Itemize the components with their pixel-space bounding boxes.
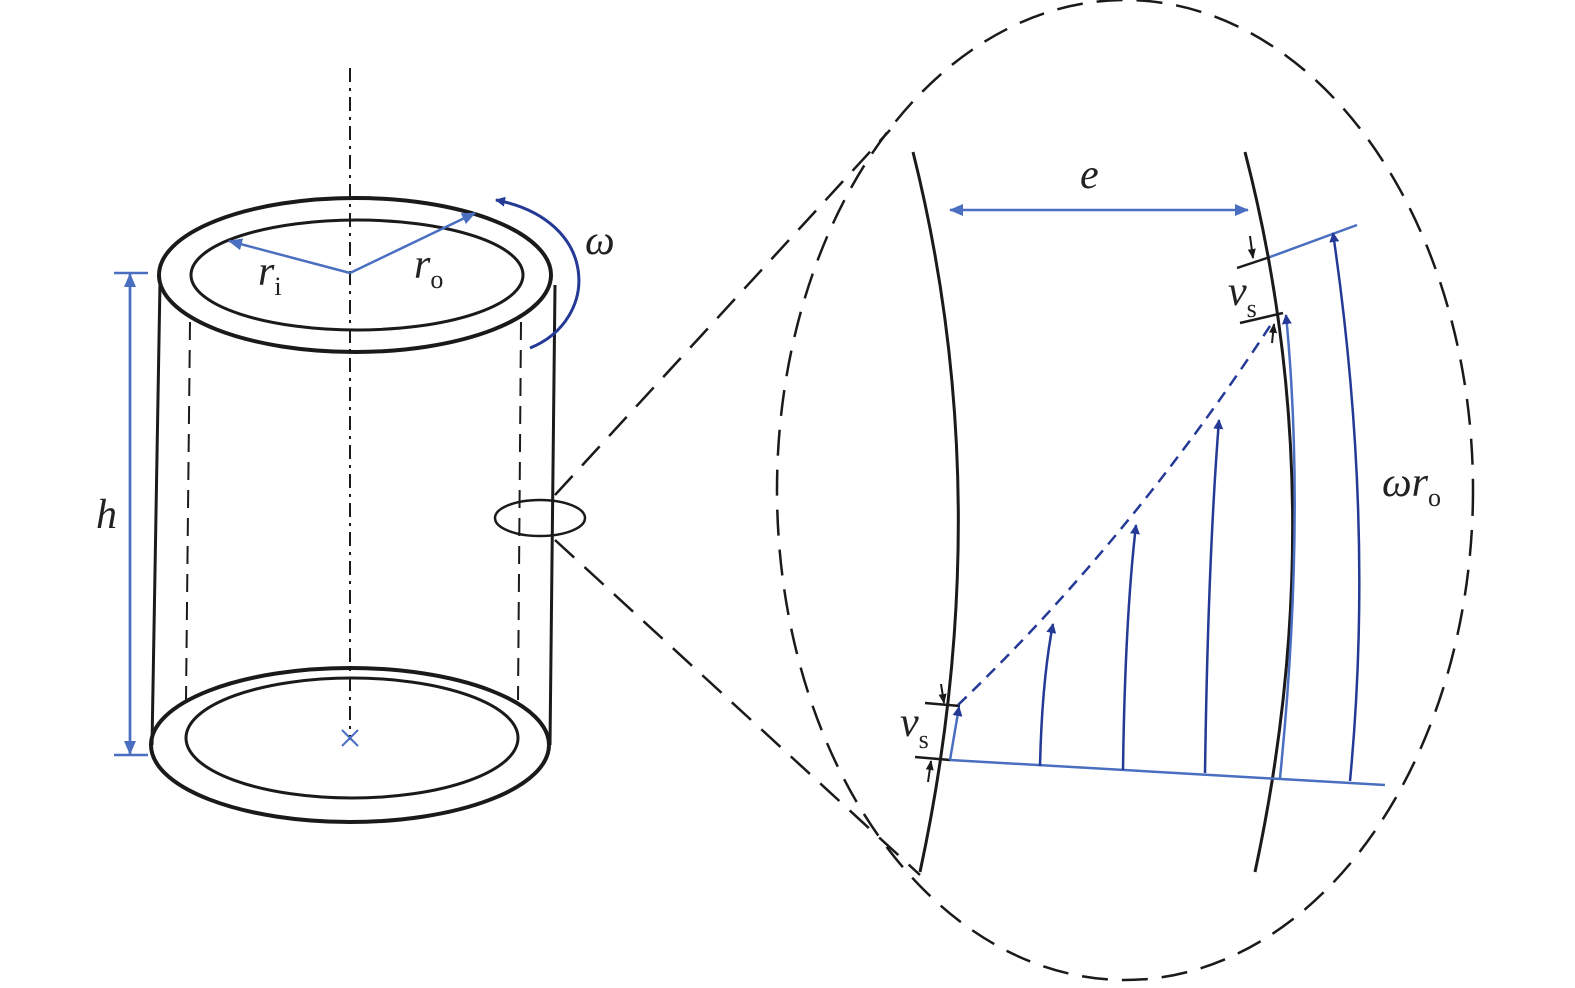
velocity-arrow xyxy=(1121,524,1140,771)
velocity-arrow xyxy=(1203,419,1224,774)
label-inner-radius: ri xyxy=(258,249,282,301)
bottom-center-mark xyxy=(341,729,359,747)
velocity-arrow xyxy=(1329,232,1361,782)
label-wall-speed: ωro xyxy=(1382,460,1441,512)
label-omega: ω xyxy=(585,218,615,264)
bottom-inner-rim xyxy=(184,676,520,800)
bottom-tick xyxy=(914,755,951,762)
outer-wall-right xyxy=(548,284,557,746)
bottom-slip-tick xyxy=(924,701,961,708)
zoom-region-marker xyxy=(493,498,587,538)
label-slip-top: vs xyxy=(1228,269,1257,323)
slip-arrow xyxy=(1247,235,1256,259)
magnifier xyxy=(554,0,1475,982)
outer-wall-curve xyxy=(1243,151,1295,873)
inner-wall-left-hidden xyxy=(185,321,191,701)
label-slip-bottom: vs xyxy=(900,700,929,754)
label-outer-radius: ro xyxy=(414,242,443,294)
inner-wall-right-hidden xyxy=(517,321,522,701)
inner-wall-curve xyxy=(911,151,960,873)
top-outer-rim xyxy=(157,196,553,354)
velocity-profile-line xyxy=(957,322,1274,706)
slip-arrow xyxy=(938,683,947,704)
height-dimension xyxy=(114,271,148,757)
top-reference-line xyxy=(1236,255,1271,270)
rotation-arrow-icon xyxy=(495,196,581,350)
bottom-outer-rim xyxy=(149,666,551,824)
slip-arrow xyxy=(925,760,934,783)
velocity-arrow xyxy=(1038,623,1057,767)
top-reference-line-blue xyxy=(1269,223,1358,259)
label-height: h xyxy=(96,492,117,538)
label-gap: e xyxy=(1080,152,1099,198)
slip-arrow xyxy=(1269,323,1278,344)
outer-radius-arrow xyxy=(349,211,476,275)
magnified-view-boundary xyxy=(775,0,1475,982)
top-inner-rim xyxy=(189,218,525,332)
inner-radius-arrow xyxy=(228,238,351,275)
outer-wall-left xyxy=(150,281,162,746)
velocity-arrow xyxy=(948,706,963,761)
baseline xyxy=(949,758,1386,787)
cylinder xyxy=(149,68,587,824)
top-slip-tick xyxy=(1239,311,1284,325)
velocity-arrow xyxy=(1278,314,1296,779)
velocity-profile xyxy=(914,223,1386,787)
